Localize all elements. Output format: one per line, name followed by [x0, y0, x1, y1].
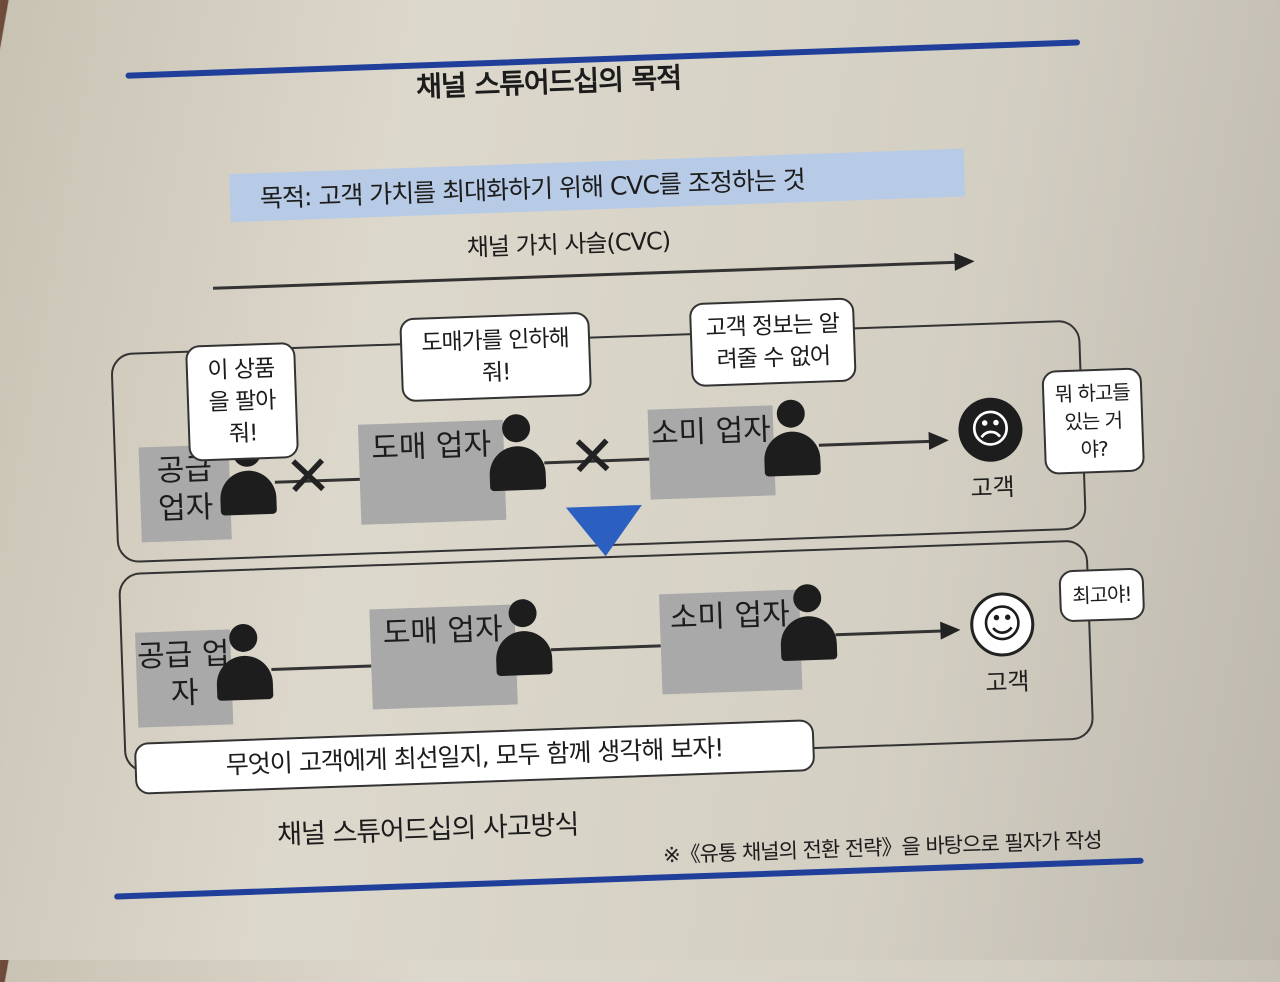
customer-bubble: 최고야!	[1058, 567, 1146, 623]
cvc-label: 채널 가치 사슬(CVC)	[466, 226, 671, 262]
arrowhead	[928, 431, 950, 450]
wholesaler-bubble: 도매가를 인하해 줘!	[399, 311, 593, 403]
purpose-box: 목적: 고객 가치를 최대화하기 위해 CVC를 조정하는 것	[229, 148, 966, 223]
supplier-bubble: 이 상품을 팔아 줘!	[185, 341, 300, 462]
wholesaler-block: 도매 업자	[357, 419, 507, 525]
bottom-rule	[114, 857, 1144, 900]
customer-label: 고객	[970, 472, 1016, 503]
retailer-person-icon	[762, 399, 821, 477]
retailer-bubble: 고객 정보는 알려줄 수 없어	[688, 297, 857, 388]
arrowhead	[940, 620, 961, 640]
wholesaler-person-icon	[494, 598, 553, 677]
diagram-caption: 채널 스튜어드십의 사고방식	[276, 809, 579, 851]
supplier-person-icon	[215, 623, 274, 701]
blocked-x-icon: ✕	[283, 443, 333, 511]
wholesaler-person-icon	[488, 413, 547, 492]
customer-label: 고객	[984, 667, 1030, 698]
page-title: 채널 스튜어드십의 목적	[415, 61, 682, 104]
cvc-arrow	[212, 260, 958, 290]
blocked-x-icon: ✕	[568, 423, 618, 491]
customer-bubble: 뭐 하고들 있는 거야?	[1041, 367, 1146, 475]
retailer-block: 소미 업자	[647, 405, 776, 500]
cvc-arrowhead	[954, 252, 975, 271]
retailer-person-icon	[779, 583, 838, 662]
down-arrow-icon	[565, 504, 644, 558]
